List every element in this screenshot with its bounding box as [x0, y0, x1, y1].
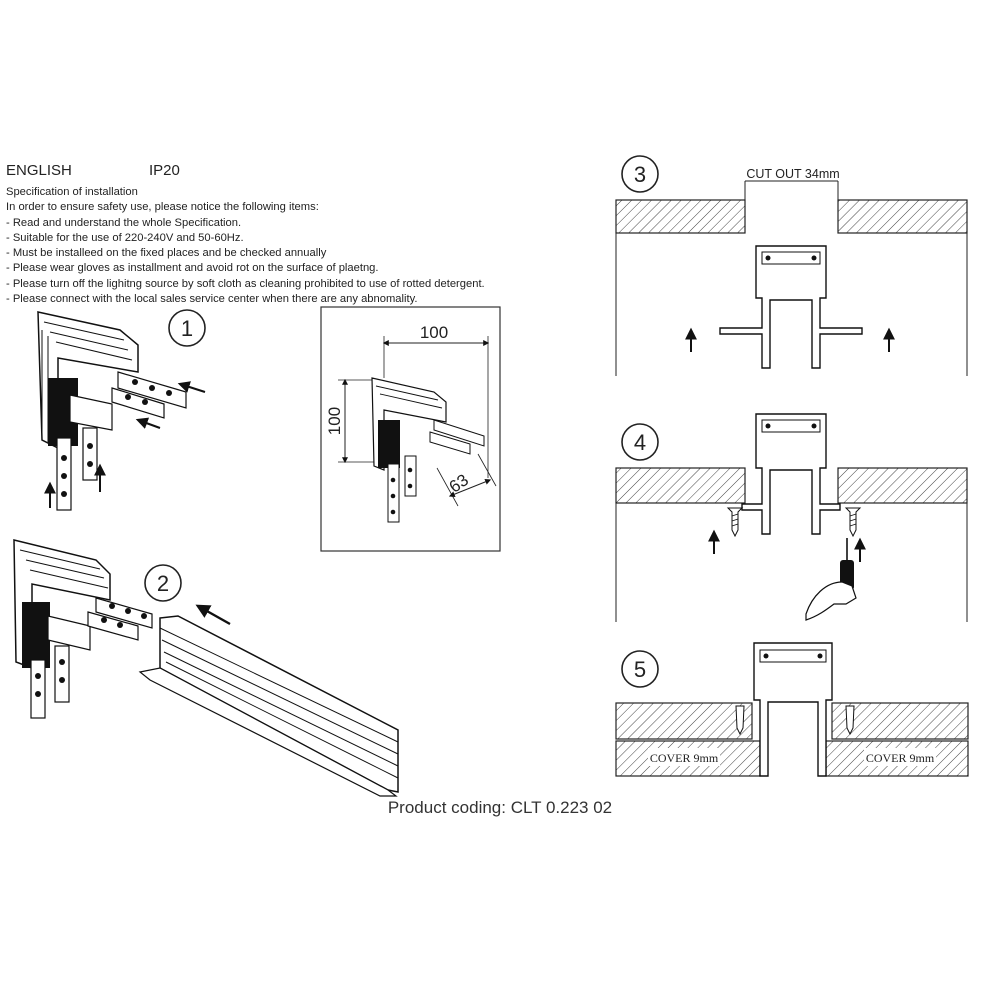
height-dimension: 100	[325, 407, 344, 435]
step-4-figure: 4	[615, 413, 968, 622]
spec-item: - Suitable for the use of 220-240V and 5…	[6, 231, 244, 244]
step-2-figure: 2	[13, 539, 399, 797]
spec-item: - Please turn off the lighitng source by…	[6, 277, 485, 290]
spec-item: - Read and understand the whole Specific…	[6, 216, 242, 229]
step-4-number: 4	[634, 430, 646, 455]
spec-item: - Please wear gloves as installment and …	[6, 262, 379, 275]
step-3-number: 3	[634, 162, 646, 187]
step-3-figure: 3 CUT OUT 34mm	[615, 155, 968, 376]
step-1-number: 1	[181, 316, 193, 341]
cutout-label: CUT OUT 34mm	[746, 167, 839, 181]
ip-rating-label: IP20	[149, 162, 180, 179]
spec-item: - Must be installeed on the fixed places…	[6, 247, 327, 260]
step-1-badge	[168, 309, 206, 347]
cover-label-left: COVER 9mm	[650, 751, 719, 765]
step-2-badge	[144, 564, 182, 602]
spec-title: Specification of installation	[6, 186, 138, 198]
step-5-badge	[621, 650, 659, 688]
spec-intro: In order to ensure safety use, please no…	[6, 201, 319, 214]
step-5-number: 5	[634, 657, 646, 682]
cover-label-right: COVER 9mm	[866, 751, 935, 765]
width-dimension: 100	[420, 323, 448, 342]
step-1-figure: 1	[37, 309, 206, 511]
installation-spec: Specification of installation In order t…	[6, 185, 546, 307]
dimension-figure: 100 100 63	[320, 306, 501, 552]
step-4-badge	[621, 423, 659, 461]
language-label: ENGLISH	[6, 162, 72, 179]
spec-item: - Please connect with the local sales se…	[6, 293, 418, 306]
step-3-badge	[621, 155, 659, 193]
step-5-figure: 5 COVER 9mm COVER 9mm	[615, 642, 969, 777]
product-coding: Product coding: CLT 0.223 02	[387, 798, 613, 817]
step-2-number: 2	[157, 571, 169, 596]
